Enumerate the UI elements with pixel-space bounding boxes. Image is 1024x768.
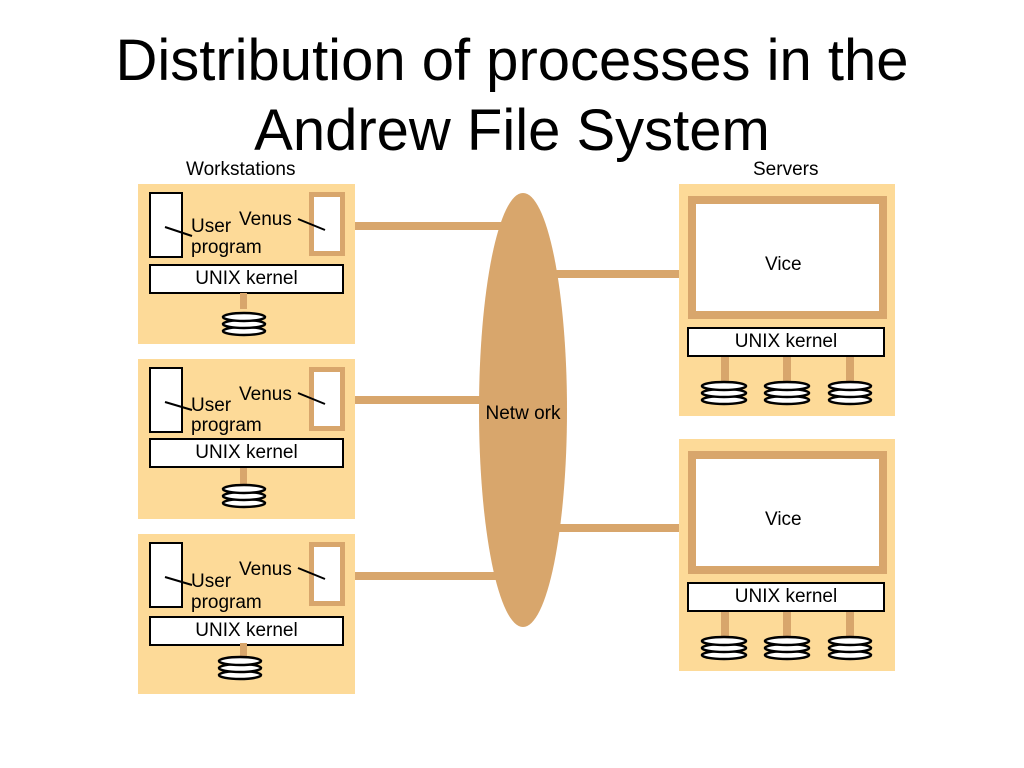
- link-srv2: [545, 524, 692, 532]
- disk-icon: [827, 635, 873, 661]
- user-program-box: [149, 192, 183, 258]
- venus-label: Venus: [239, 559, 292, 580]
- user-label: User: [191, 395, 232, 416]
- server-panel-1: Vice UNIX kernel: [679, 184, 895, 416]
- program-label: program: [191, 237, 262, 258]
- vice-box: [688, 451, 887, 574]
- disk-stem: [240, 643, 247, 659]
- unix-kernel-bar: UNIX kernel: [687, 582, 885, 612]
- disk-stem: [240, 293, 247, 309]
- disk-icon: [221, 311, 267, 337]
- unix-kernel-bar: UNIX kernel: [149, 264, 344, 294]
- workstation-panel-3: User program Venus UNIX kernel: [138, 534, 355, 694]
- disk-stem: [721, 612, 729, 636]
- link-ws3: [343, 572, 503, 580]
- user-program-box: [149, 542, 183, 608]
- disk-stem: [783, 612, 791, 636]
- user-pointer-line: [164, 576, 193, 586]
- link-srv1: [545, 270, 692, 278]
- title-line-2: Andrew File System: [254, 98, 770, 163]
- venus-pointer-line: [297, 567, 326, 580]
- disk-icon: [700, 380, 748, 406]
- disk-icon: [700, 635, 748, 661]
- disk-stem: [846, 357, 854, 381]
- user-pointer-line: [164, 226, 193, 237]
- network-ellipse: [479, 193, 567, 627]
- unix-kernel-bar: UNIX kernel: [149, 616, 344, 646]
- disk-icon: [763, 380, 811, 406]
- user-label: User: [191, 216, 232, 237]
- vice-box: [688, 196, 887, 319]
- disk-icon: [221, 483, 267, 509]
- venus-label: Venus: [239, 209, 292, 230]
- slide-title: Distribution of processes in the Andrew …: [0, 26, 1024, 166]
- workstations-header: Workstations: [186, 159, 296, 180]
- user-program-box: [149, 367, 183, 433]
- disk-stem: [240, 468, 247, 484]
- disk-icon: [217, 655, 263, 681]
- network-label: Netw ork: [485, 403, 561, 424]
- user-label: User: [191, 571, 232, 592]
- disk-stem: [846, 612, 854, 636]
- servers-header: Servers: [753, 159, 819, 180]
- disk-stem: [783, 357, 791, 381]
- user-pointer-line: [164, 401, 193, 411]
- venus-label: Venus: [239, 384, 292, 405]
- vice-label: Vice: [765, 254, 802, 275]
- venus-pointer-line: [297, 218, 326, 231]
- link-ws2: [343, 396, 503, 404]
- link-ws1: [343, 222, 503, 230]
- venus-pointer-line: [297, 392, 326, 405]
- unix-kernel-bar: UNIX kernel: [149, 438, 344, 468]
- program-label: program: [191, 415, 262, 436]
- vice-label: Vice: [765, 509, 802, 530]
- title-line-1: Distribution of processes in the: [115, 28, 909, 93]
- disk-icon: [827, 380, 873, 406]
- unix-kernel-bar: UNIX kernel: [687, 327, 885, 357]
- program-label: program: [191, 592, 262, 613]
- disk-stem: [721, 357, 729, 381]
- disk-icon: [763, 635, 811, 661]
